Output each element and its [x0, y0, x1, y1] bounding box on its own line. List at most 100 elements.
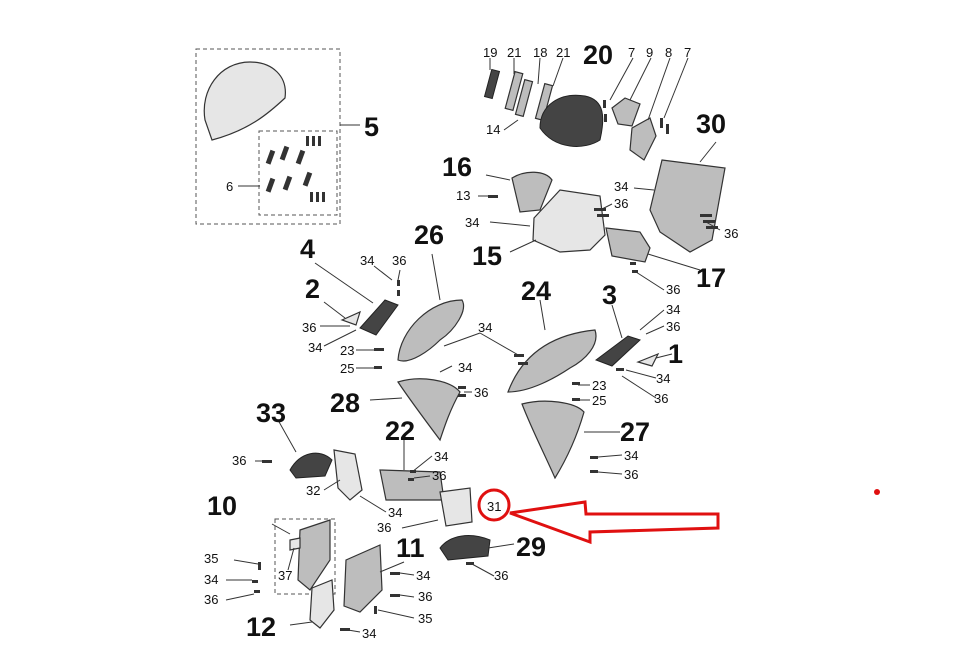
- callout-36-o: 36: [418, 589, 432, 604]
- callout-28: 28: [330, 388, 360, 418]
- bottom-left-parts: [225, 518, 415, 633]
- callout-34-h: 34: [656, 371, 670, 386]
- callout-8: 8: [665, 45, 672, 60]
- callout-1: 1: [668, 339, 683, 369]
- part-1: [636, 352, 660, 367]
- part-19: [483, 68, 501, 100]
- callout-36-e: 36: [302, 320, 316, 335]
- callout-35-b: 35: [418, 611, 432, 626]
- callout-27: 27: [620, 417, 650, 447]
- highlight-circle: [477, 488, 511, 522]
- part-9: [611, 97, 641, 127]
- callout-36-j: 36: [232, 453, 246, 468]
- hardware-kit-parts: [265, 136, 325, 202]
- callout-34-i: 34: [624, 448, 638, 463]
- part-33: [289, 452, 333, 479]
- part-30: [649, 159, 726, 253]
- callout-34-d: 34: [308, 340, 322, 355]
- callout-2: 2: [305, 274, 320, 304]
- center-upper-parts: [478, 171, 701, 291]
- part-21b: [534, 82, 554, 122]
- callout-36-k: 36: [432, 468, 446, 483]
- part-4: [359, 299, 399, 336]
- callout-3: 3: [602, 280, 617, 310]
- part-10: [297, 519, 331, 591]
- callout-36-h: 36: [474, 385, 488, 400]
- top-upper-parts: [483, 57, 689, 161]
- callout-36-a: 36: [614, 196, 628, 211]
- highlight-annotation: [477, 488, 880, 545]
- part-3: [594, 335, 641, 367]
- windshield-kit-group: [195, 48, 360, 225]
- callout-34-k: 34: [388, 505, 402, 520]
- part-30-group: [633, 141, 726, 253]
- callout-32: 32: [306, 483, 320, 498]
- part-11: [343, 544, 383, 613]
- callout-30: 30: [696, 109, 726, 139]
- callout-20: 20: [583, 40, 613, 70]
- callout-36-m: 36: [494, 568, 508, 583]
- callout-17: 17: [696, 263, 726, 293]
- callout-16: 16: [442, 152, 472, 182]
- part-31: [439, 487, 473, 527]
- callout-12: 12: [246, 612, 276, 642]
- part-32: [333, 449, 363, 501]
- callout-5: 5: [364, 112, 379, 142]
- windshield-part: [203, 61, 286, 141]
- callout-21b: 21: [556, 45, 570, 60]
- callout-18: 18: [533, 45, 547, 60]
- callout-11: 11: [396, 533, 425, 563]
- callout-24: 24: [521, 276, 551, 306]
- callout-25-a: 25: [340, 361, 354, 376]
- part-21a: [504, 70, 524, 112]
- part-16: [511, 171, 553, 213]
- callout-6: 6: [226, 179, 233, 194]
- part-37: [289, 537, 301, 551]
- callout-34-l: 34: [204, 572, 218, 587]
- part-20: [539, 94, 604, 147]
- part-27: [521, 400, 585, 480]
- callout-22: 22: [385, 416, 415, 446]
- callout-13: 13: [456, 188, 470, 203]
- callout-34-e: 34: [478, 320, 492, 335]
- callout-7a: 7: [628, 45, 635, 60]
- part-15: [532, 189, 606, 253]
- callout-36-g: 36: [654, 391, 668, 406]
- callout-14: 14: [486, 122, 500, 137]
- callout-36-b: 36: [724, 226, 738, 241]
- callout-labels: 5 6 19 21 18 21 20 7 9 8 7 14 30 16 13 3…: [204, 40, 738, 642]
- callout-34-c: 34: [360, 253, 374, 268]
- callout-19: 19: [483, 45, 497, 60]
- callout-34-f: 34: [458, 360, 472, 375]
- callout-36-n: 36: [204, 592, 218, 607]
- windshield-kit-box: [195, 48, 341, 225]
- callout-36-d: 36: [392, 253, 406, 268]
- part-8: [629, 117, 657, 161]
- callout-34-g: 34: [666, 302, 680, 317]
- part-24: [507, 329, 597, 393]
- callout-25-b: 25: [592, 393, 606, 408]
- part-26: [397, 299, 464, 362]
- callout-37: 37: [278, 568, 292, 583]
- callout-23-a: 23: [340, 343, 354, 358]
- right-side-parts: [479, 299, 673, 401]
- left-side-parts: [314, 253, 481, 369]
- callout-36-f: 36: [666, 319, 680, 334]
- part-17: [605, 227, 651, 263]
- callout-15: 15: [472, 241, 502, 271]
- highlight-arrow: [509, 500, 720, 545]
- callout-33: 33: [256, 398, 286, 428]
- hardware-kit-box: [258, 130, 338, 216]
- callout-36-l: 36: [377, 520, 391, 535]
- part-18: [514, 78, 534, 118]
- callout-29: 29: [516, 532, 546, 562]
- part-28: [397, 378, 461, 442]
- callout-35-a: 35: [204, 551, 218, 566]
- callout-23-b: 23: [592, 378, 606, 393]
- callout-10: 10: [207, 491, 237, 521]
- callout-34-m: 34: [416, 568, 430, 583]
- red-dot: [874, 489, 880, 495]
- part-2: [340, 310, 361, 326]
- part-12: [309, 579, 335, 629]
